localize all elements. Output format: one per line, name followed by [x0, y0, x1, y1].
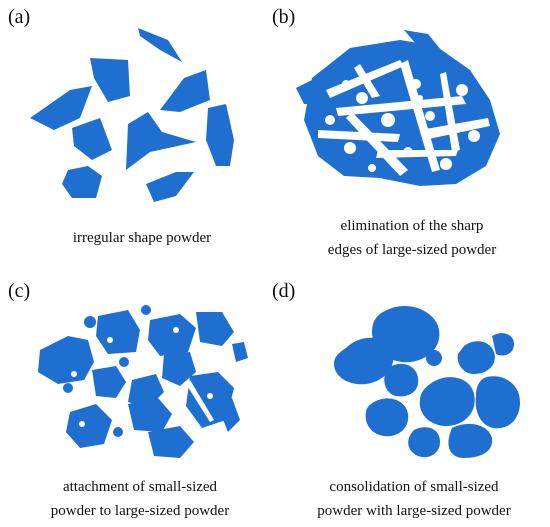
- powder-particle: [404, 30, 446, 60]
- powder-particle: [475, 376, 520, 429]
- small-powder: [113, 427, 123, 437]
- panel-a-particles: [30, 28, 234, 202]
- powder-particle: [206, 104, 234, 166]
- caption-a: irregular shape powder: [12, 226, 272, 250]
- caption-a-line-1: irregular shape powder: [72, 230, 212, 246]
- powder-particle: [96, 310, 140, 354]
- powder-particle: [146, 172, 194, 202]
- powder-particle: [426, 350, 442, 366]
- powder-particle: [408, 427, 440, 458]
- small-powder: [84, 316, 96, 328]
- powder-particle: [365, 398, 409, 437]
- powder-particle: [128, 398, 172, 432]
- small-powder: [63, 383, 73, 393]
- caption-d-line-1: consolidation of small-sized: [329, 479, 499, 495]
- powder-particle: [160, 70, 210, 112]
- powder-particle: [457, 341, 495, 374]
- caption-d-line-2: powder with large-sized powder: [317, 503, 511, 519]
- caption-b-line-1: elimination of the sharp: [340, 218, 484, 234]
- panel-label-a: (a): [8, 6, 31, 28]
- powder-particle: [148, 314, 196, 356]
- small-powder: [119, 357, 129, 367]
- powder-particle: [138, 28, 182, 62]
- powder-particle: [148, 426, 194, 458]
- powder-particle: [90, 58, 130, 102]
- panel-d-particles: [334, 306, 520, 458]
- powder-particle: [38, 336, 94, 384]
- small-powder: [141, 305, 151, 315]
- powder-particle: [334, 337, 394, 385]
- powder-particle: [419, 377, 475, 426]
- small-powder: [171, 339, 181, 349]
- caption-d: consolidation of small-sized powder with…: [284, 475, 544, 523]
- panel-c-particles: [38, 305, 248, 458]
- powder-particle: [72, 118, 112, 160]
- powder-particle: [296, 80, 320, 104]
- panel-label-c: (c): [8, 280, 31, 302]
- powder-particle: [384, 363, 419, 397]
- powder-particle: [232, 342, 248, 362]
- caption-b: elimination of the sharp edges of large-…: [282, 214, 542, 262]
- caption-c-line-1: attachment of small-sized: [62, 479, 218, 495]
- powder-particle: [492, 333, 514, 356]
- caption-c: attachment of small-sized powder to larg…: [10, 475, 270, 523]
- caption-b-line-2: edges of large-sized powder: [327, 242, 497, 258]
- powder-particle: [216, 398, 240, 432]
- powder-particle: [66, 404, 112, 448]
- powder-particle: [62, 166, 102, 198]
- powder-particle: [448, 423, 493, 458]
- caption-c-line-2: powder to large-sized powder: [50, 503, 230, 519]
- powder-particle: [196, 312, 234, 346]
- panel-label-b: (b): [272, 6, 296, 28]
- panel-label-d: (d): [272, 280, 296, 302]
- powder-particle: [162, 352, 196, 386]
- powder-particle: [92, 366, 126, 398]
- powder-particle: [126, 112, 196, 170]
- panel-b-particles: [296, 30, 500, 186]
- powder-particle: [30, 86, 92, 130]
